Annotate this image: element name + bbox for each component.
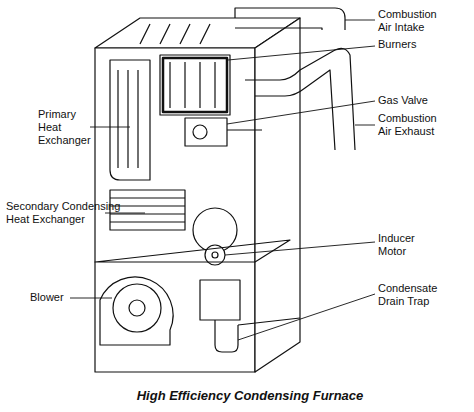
part-label: Blower bbox=[30, 291, 90, 304]
part-label: Combustion Air Exhaust bbox=[378, 112, 450, 138]
gas-valve-knob bbox=[193, 125, 207, 139]
condensing-fins bbox=[110, 198, 185, 222]
blower-hub bbox=[129, 300, 145, 316]
drain-trap bbox=[215, 320, 238, 352]
blower-wheel bbox=[113, 284, 161, 332]
drain-line bbox=[238, 318, 300, 325]
gas-valve-body bbox=[185, 118, 227, 146]
burner-frame bbox=[163, 58, 227, 112]
burner-tubes bbox=[170, 62, 215, 108]
exchanger-tubes bbox=[118, 70, 138, 168]
primary-heat-exchanger bbox=[110, 60, 150, 180]
part-label: Primary Heat Exchanger bbox=[38, 108, 96, 147]
inducer-shaft bbox=[212, 252, 218, 258]
part-label: Gas Valve bbox=[378, 94, 450, 107]
leader-lines bbox=[70, 20, 375, 340]
secondary-heat-exchanger bbox=[110, 190, 185, 230]
part-label: Secondary Condensing Heat Exchanger bbox=[6, 200, 124, 226]
blower-housing bbox=[100, 277, 173, 345]
exhaust-pipe bbox=[245, 48, 355, 150]
part-label: Combustion Air Intake bbox=[378, 8, 450, 34]
gas-pipe bbox=[227, 129, 262, 130]
intake-pipe bbox=[235, 8, 345, 30]
control-box bbox=[200, 280, 240, 320]
top-vents bbox=[140, 24, 210, 44]
part-label: Inducer Motor bbox=[378, 232, 433, 258]
part-label: Condensate Drain Trap bbox=[378, 282, 450, 308]
part-label: Burners bbox=[378, 38, 450, 51]
burner-box bbox=[160, 55, 230, 115]
blower-shelf bbox=[95, 240, 290, 262]
figure-caption: High Efficiency Condensing Furnace bbox=[137, 388, 364, 403]
